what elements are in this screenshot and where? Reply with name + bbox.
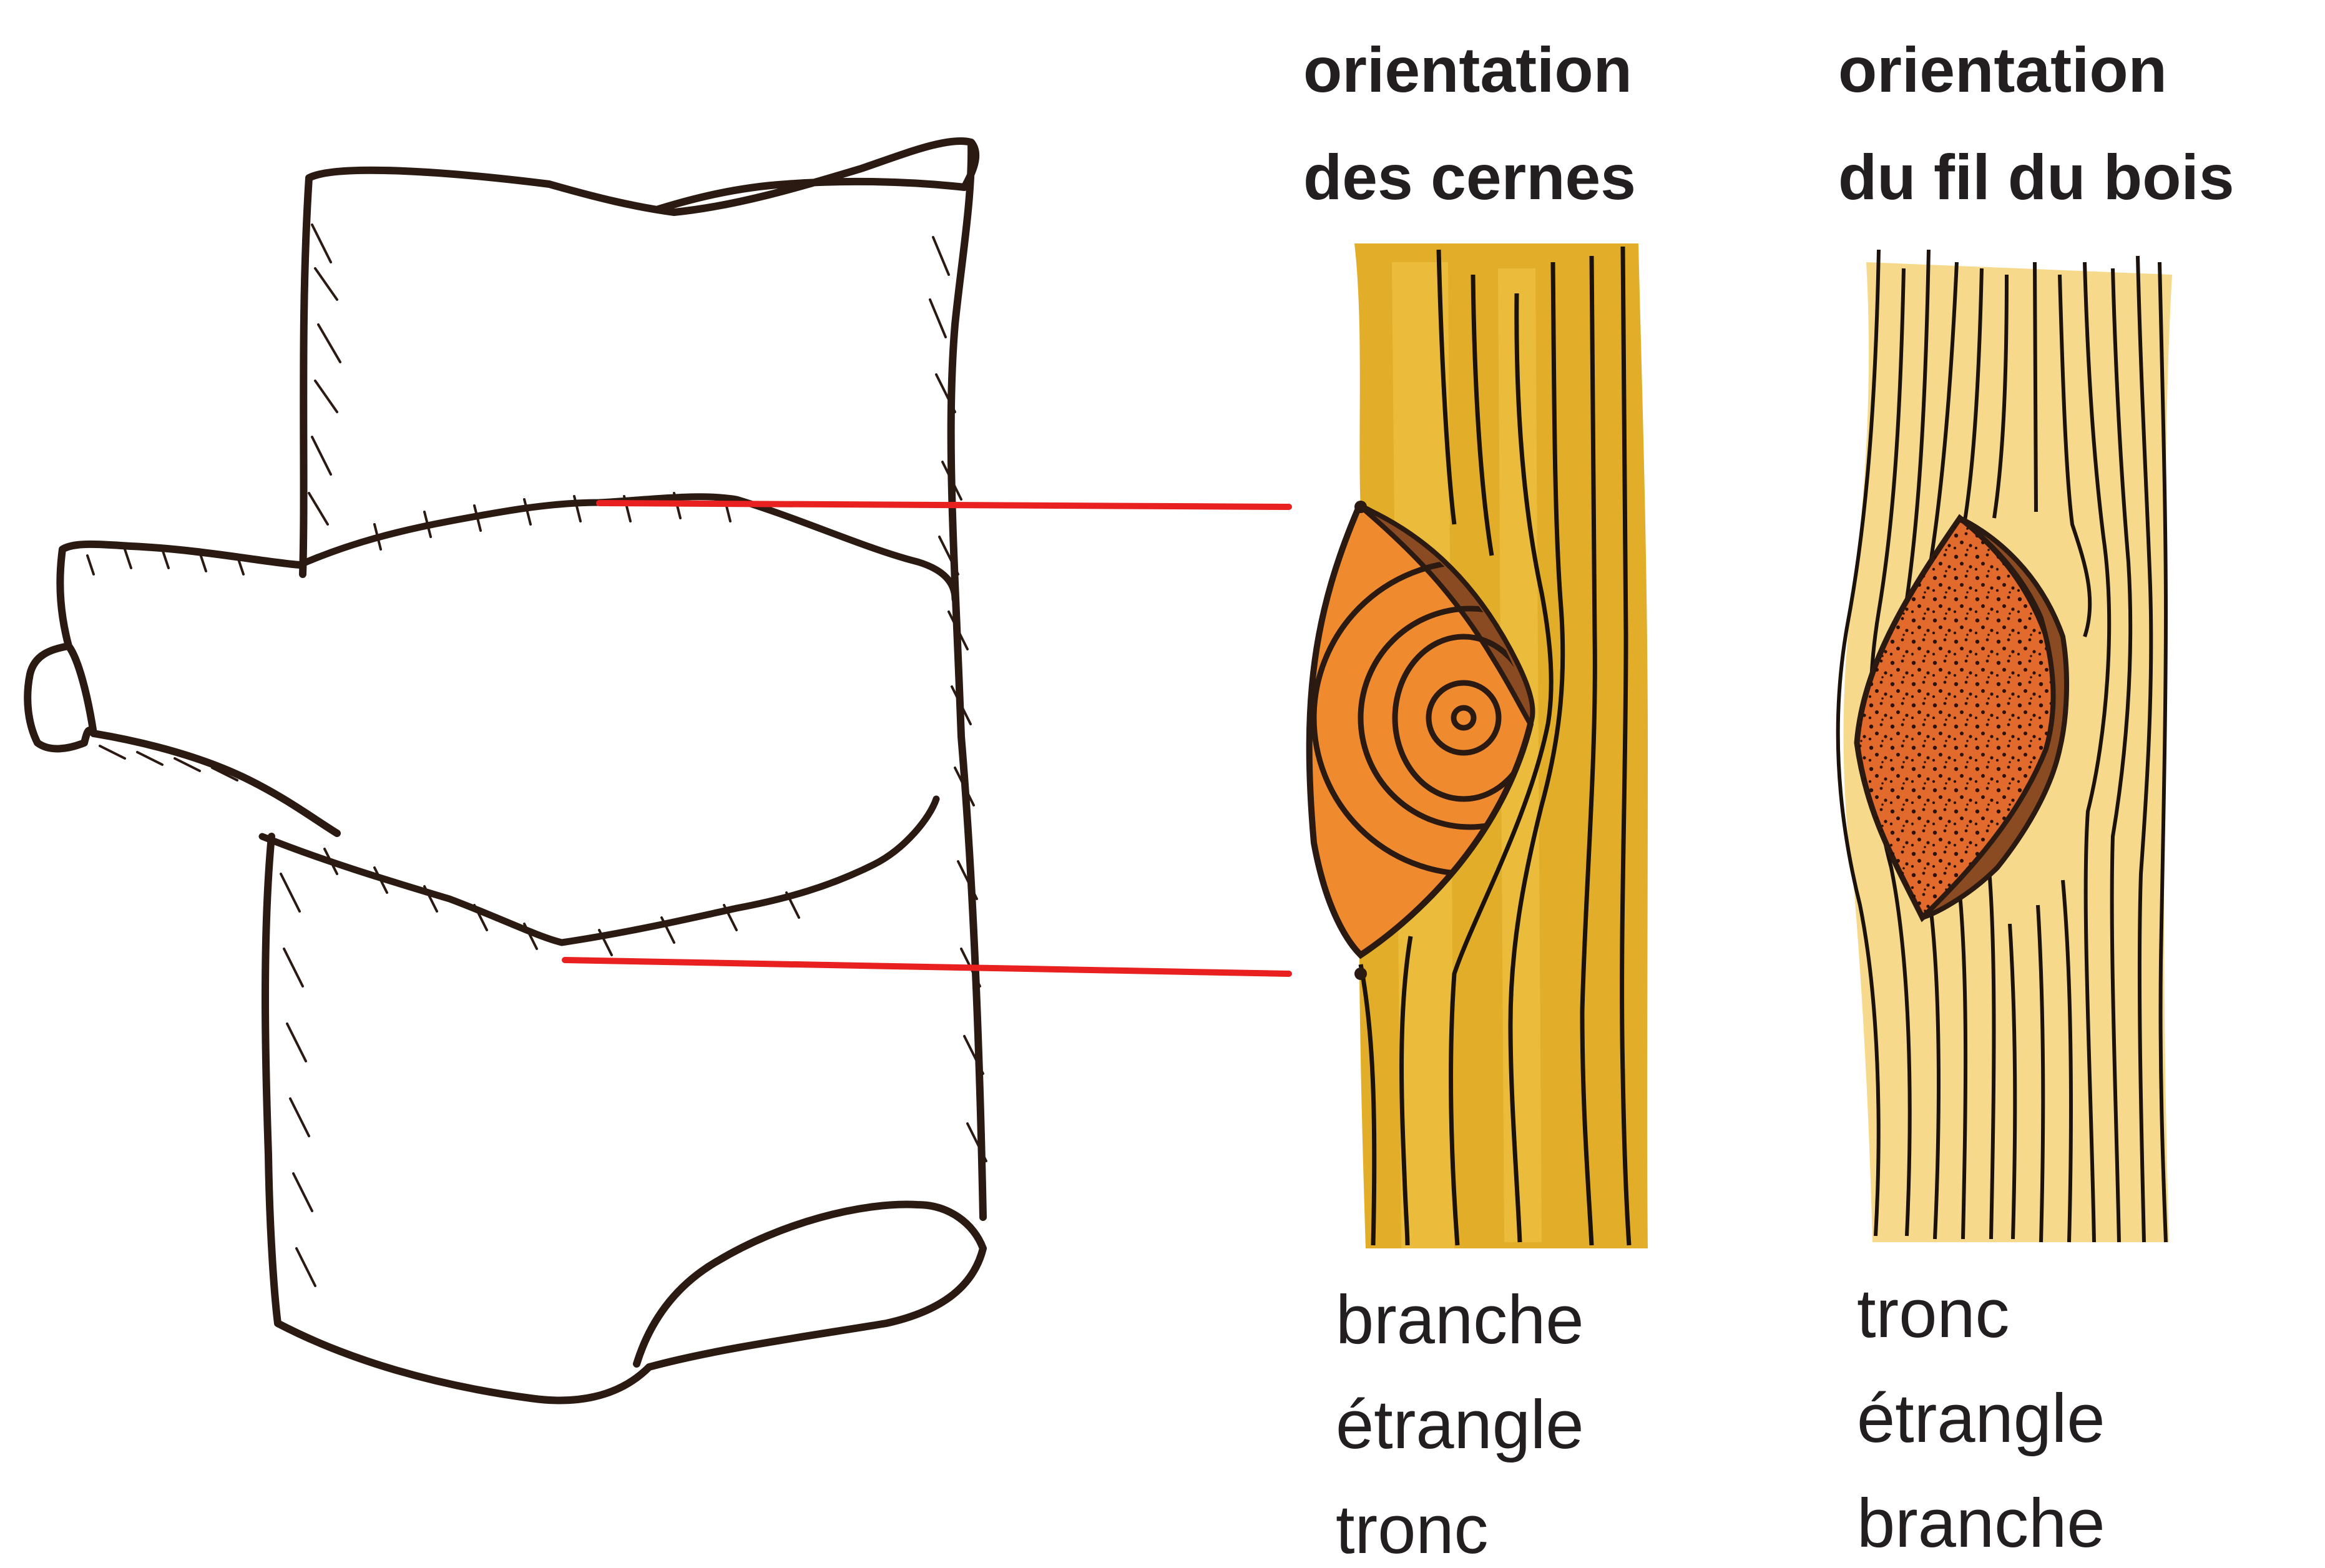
trunk-outline: [303, 141, 983, 1217]
rings-title-line-1: orientation: [1303, 36, 1636, 104]
grain-orientation-illustration: [1838, 250, 2172, 1242]
connector-line-lower: [565, 960, 1289, 974]
trunk-sketch: [27, 141, 986, 1401]
rings-caption-line-2: étrangle: [1336, 1388, 1584, 1463]
trunk-base-outline: [265, 836, 983, 1400]
rings-panel-caption: branche étrangle tronc: [1336, 1283, 1584, 1567]
rings-panel-title: orientation des cernes: [1303, 36, 1636, 211]
grain-title-line-2: du fil du bois: [1838, 144, 2234, 211]
rings-title-line-2: des cernes: [1303, 144, 1636, 211]
grain-panel-caption: tronc étrangle branche: [1857, 1276, 2105, 1561]
grain-caption-line-3: branche: [1857, 1486, 2105, 1561]
grain-caption-line-1: tronc: [1857, 1276, 2105, 1351]
connector-line-upper: [599, 503, 1289, 507]
branch-collar-lower: [262, 799, 936, 943]
grain-caption-line-2: étrangle: [1857, 1381, 2105, 1456]
grain-title-line-1: orientation: [1838, 36, 2234, 104]
grain-panel-title: orientation du fil du bois: [1838, 36, 2234, 211]
rings-caption-line-1: branche: [1336, 1283, 1584, 1358]
rings-caption-line-3: tronc: [1336, 1492, 1584, 1567]
ring-orientation-illustration: [1309, 243, 1648, 1248]
branch-outline: [27, 544, 337, 833]
connector-lines: [565, 503, 1289, 974]
bark-hatching: [87, 225, 986, 1286]
